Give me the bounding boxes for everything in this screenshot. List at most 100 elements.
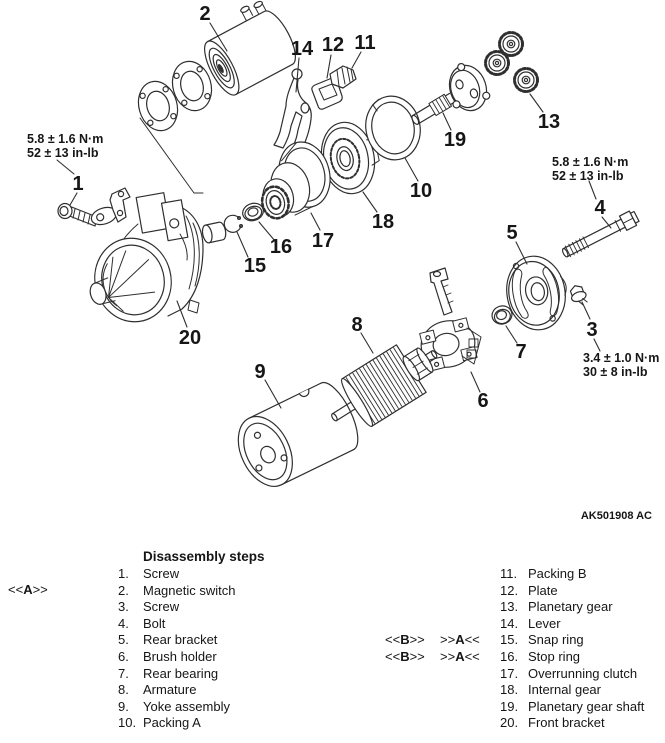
callout-13: 13 xyxy=(538,111,560,133)
figure-code: AK501908 AC xyxy=(581,510,652,522)
torque-inlb: 52 ± 13 in-lb xyxy=(27,146,99,160)
step-label: Brush holder xyxy=(143,648,217,664)
step-number: 19. xyxy=(500,698,519,714)
step-number: 13. xyxy=(500,599,519,615)
step-label: Packing A xyxy=(143,715,201,731)
marker-post: >> xyxy=(32,582,48,597)
exploded-diagram: 1 2 3 4 5 6 7 8 9 10 11 12 13 14 15 16 1… xyxy=(27,0,659,522)
marker-A-rev: >>A<< xyxy=(440,649,500,666)
step-number: 7. xyxy=(118,665,129,681)
leader-lines xyxy=(56,22,612,409)
step-item-1: 1.Screw xyxy=(118,566,235,583)
step-number: 8. xyxy=(118,682,129,698)
step-item-8: 8. Armature xyxy=(118,682,235,699)
marker-letter: A xyxy=(455,648,465,664)
part-plate xyxy=(311,77,343,110)
step-label: Planetary gear shaft xyxy=(528,698,645,714)
callout-1: 1 xyxy=(72,173,83,195)
callout-14: 14 xyxy=(291,38,314,60)
marker-letter: A xyxy=(23,582,33,597)
step-item-12: 12. Plate xyxy=(385,583,644,600)
step-label: Yoke assembly xyxy=(143,698,230,714)
step-item-2: 2.Magnetic switch xyxy=(118,583,235,600)
part-overrunning-clutch xyxy=(260,141,331,220)
part-front-bracket xyxy=(89,192,204,323)
callout-8: 8 xyxy=(351,314,362,336)
callout-numbers: 1 2 3 4 5 6 7 8 9 10 11 12 13 14 15 16 1… xyxy=(72,3,606,412)
step-number: 12. xyxy=(500,582,519,598)
callout-9: 9 xyxy=(254,361,265,383)
step-number: 6. xyxy=(118,648,129,664)
step-label: Rear bracket xyxy=(143,632,218,648)
callout-11: 11 xyxy=(354,32,375,54)
marker-pre: << xyxy=(385,632,401,648)
part-packing-b xyxy=(329,65,357,89)
callout-12: 12 xyxy=(322,34,344,56)
step-label: Bolt xyxy=(143,615,166,631)
part-armature xyxy=(331,344,438,427)
step-number: 11. xyxy=(500,566,518,581)
callout-20: 20 xyxy=(179,327,201,349)
step-number: 4. xyxy=(118,615,129,631)
marker-letter: B xyxy=(400,648,410,664)
step-label: Lever xyxy=(528,615,561,631)
callout-7: 7 xyxy=(515,341,526,363)
part-screw-3 xyxy=(569,285,588,306)
step-item-4: 4. Bolt xyxy=(118,616,235,633)
step-item-6: 6. Brush holder xyxy=(118,649,235,666)
part-packing-gaskets xyxy=(137,60,213,194)
step-item-14: 14. Lever xyxy=(385,616,644,633)
callout-4: 4 xyxy=(594,197,606,219)
step-item-17: 17.Overrunning clutch xyxy=(385,666,644,683)
marker-pre: >> xyxy=(440,632,456,648)
part-rear-bracket xyxy=(506,255,567,331)
step-item-16: <<B>> >>A<< 16.Stop ring xyxy=(385,649,644,666)
step-label: Screw xyxy=(143,566,180,581)
callout-17: 17 xyxy=(312,230,334,252)
part-terminal-bracket xyxy=(90,187,131,226)
callout-3: 3 xyxy=(586,319,597,341)
callout-18: 18 xyxy=(372,211,394,233)
marker-post: >> xyxy=(409,648,425,664)
step-item-5: 5.Rear bracket xyxy=(118,632,235,649)
step-item-3: 3.Screw xyxy=(118,599,235,616)
step-number: 9. xyxy=(118,698,129,714)
step-label: Internal gear xyxy=(528,682,601,698)
marker-post: << xyxy=(464,648,480,664)
step-number: 20. xyxy=(500,715,519,731)
marker-A-rev: >>A<< xyxy=(440,632,500,649)
step-label: Planetary gear xyxy=(528,599,613,615)
callout-2: 2 xyxy=(199,3,210,25)
part-lever xyxy=(273,68,312,149)
torque-note-screw-1: 5.8 ± 1.6 N·m 52 ± 13 in-lb xyxy=(27,132,103,160)
step-number: 14. xyxy=(500,615,519,631)
part-planetary-gear-shaft xyxy=(411,62,491,125)
callout-10: 10 xyxy=(410,180,432,202)
step-label: Armature xyxy=(143,682,197,698)
step-label: Front bracket xyxy=(528,715,605,731)
callout-15: 15 xyxy=(244,255,266,277)
steps-right-column: 11.Packing B 12.Plate 13.Planetary gear … xyxy=(385,566,644,732)
part-screw-1 xyxy=(57,202,98,227)
step-item-18: 18. Internal gear xyxy=(385,682,644,699)
part-spacer-bushing xyxy=(201,221,227,244)
marker-letter: B xyxy=(400,632,410,648)
step-number: 16. xyxy=(500,648,519,664)
part-yoke-assembly xyxy=(237,382,359,487)
torque-note-screw-3: 3.4 ± 1.0 N·m 30 ± 8 in-lb xyxy=(583,351,659,379)
step-item-20: 20. Front bracket xyxy=(385,715,644,732)
step-label: Snap ring xyxy=(528,632,584,648)
step-number: 2. xyxy=(118,582,129,598)
marker-post: << xyxy=(464,632,480,648)
step-label: Plate xyxy=(528,582,558,598)
step-item-9: 9. Yoke assembly xyxy=(118,699,235,716)
torque-nm: 5.8 ± 1.6 N·m xyxy=(552,155,628,169)
torque-note-bolt-4: 5.8 ± 1.6 N·m 52 ± 13 in-lb xyxy=(552,155,628,183)
part-rear-bearing xyxy=(491,305,513,325)
step-number: 3. xyxy=(118,599,129,615)
marker-pre: << xyxy=(8,582,24,597)
step-number: 18. xyxy=(500,682,519,698)
torque-inlb: 52 ± 13 in-lb xyxy=(552,169,624,183)
step-label: Overrunning clutch xyxy=(528,665,638,681)
